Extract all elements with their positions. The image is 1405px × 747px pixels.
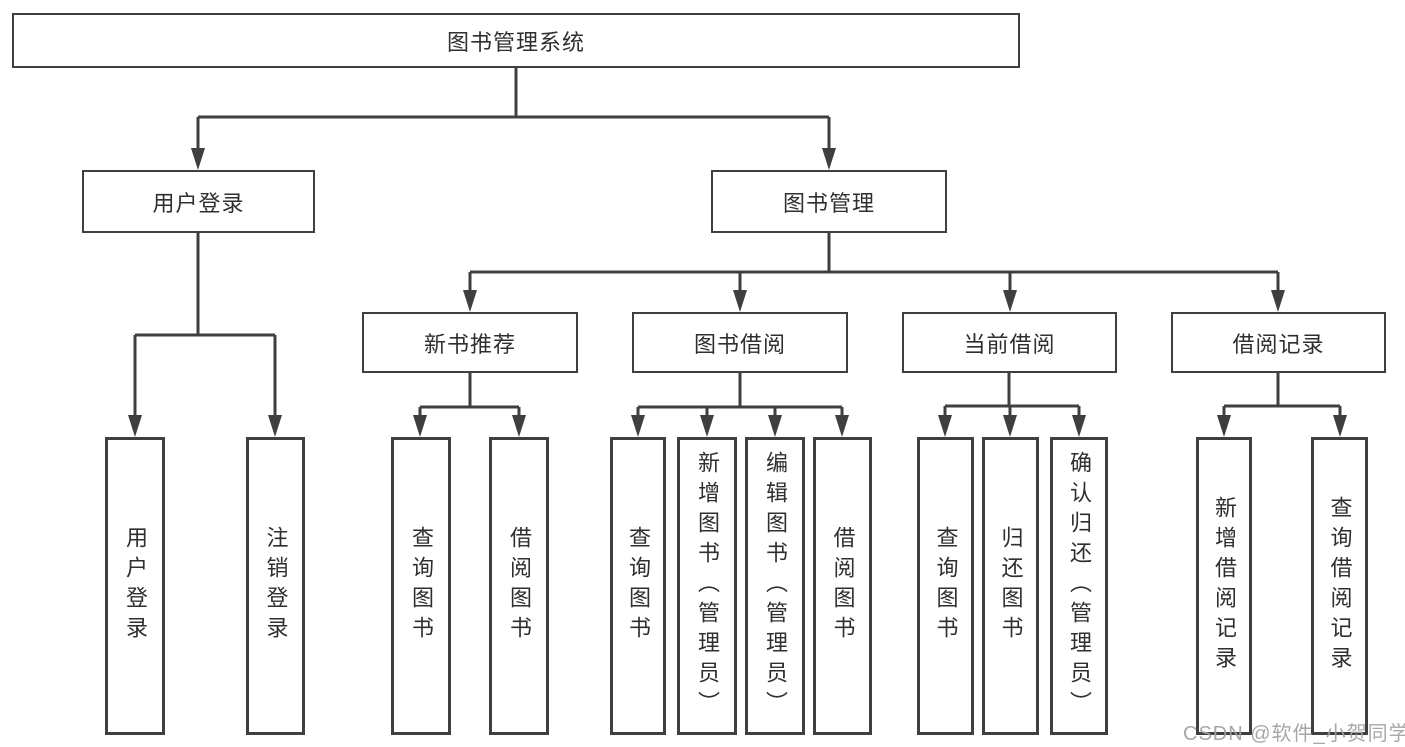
node-new-book-recommend: 新书推荐 xyxy=(362,312,578,373)
node-current-return-books: 归还图书 xyxy=(982,437,1039,735)
node-user-login: 用户登录 xyxy=(82,170,315,233)
node-book-borrowing: 图书借阅 xyxy=(632,312,848,373)
node-newbook-query-books: 查询图书 xyxy=(391,437,451,735)
node-book-management: 图书管理 xyxy=(711,170,947,233)
node-current-query-books: 查询图书 xyxy=(917,437,974,735)
node-borrowing-borrow-books: 借阅图书 xyxy=(813,437,872,735)
node-borrow-records: 借阅记录 xyxy=(1171,312,1386,373)
node-records-query-record: 查询借阅记录 xyxy=(1311,437,1368,735)
watermark: CSDN @软件_小贺同学 xyxy=(1183,723,1405,745)
node-leaf-logout: 注销登录 xyxy=(246,437,305,735)
node-records-add-record: 新增借阅记录 xyxy=(1196,437,1252,735)
node-current-borrowing: 当前借阅 xyxy=(902,312,1117,373)
node-borrowing-edit-books-admin: 编辑图书（管理员） xyxy=(745,437,805,735)
connector-lines xyxy=(133,68,1342,431)
node-leaf-user-login: 用户登录 xyxy=(105,437,165,735)
node-library-management-system: 图书管理系统 xyxy=(12,13,1020,68)
node-borrowing-query-books: 查询图书 xyxy=(610,437,666,735)
node-current-confirm-return-admin: 确认归还（管理员） xyxy=(1050,437,1108,735)
node-borrowing-add-books-admin: 新增图书（管理员） xyxy=(677,437,737,735)
node-newbook-borrow-books: 借阅图书 xyxy=(489,437,549,735)
